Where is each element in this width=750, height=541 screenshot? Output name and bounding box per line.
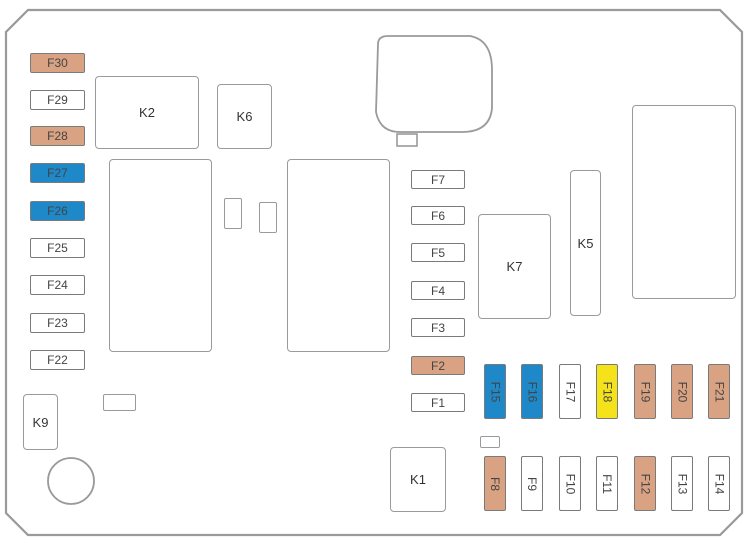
fuse-f25: F25 (30, 238, 85, 258)
relay-k1-label: K1 (410, 472, 426, 487)
relay-k6: K6 (217, 84, 272, 149)
relay-k9: K9 (23, 394, 58, 450)
fuse-f26-label: F26 (47, 204, 68, 218)
relay-k5: K5 (570, 170, 601, 316)
fuse-f28: F28 (30, 126, 85, 146)
fuse-f23: F23 (30, 313, 85, 333)
fuse-f23-label: F23 (47, 316, 68, 330)
relay-k9-label: K9 (32, 414, 49, 430)
fuse-f2-label: F2 (430, 358, 445, 373)
fuse-f22-label: F22 (47, 353, 68, 367)
fuse-f25-label: F25 (47, 241, 68, 255)
fuse-f15: F15 (484, 364, 506, 419)
blank-socket (224, 198, 242, 229)
blank-socket (259, 202, 277, 233)
fuse-f26: F26 (30, 201, 85, 221)
fuse-f14: F14 (708, 456, 730, 511)
fuse-f24-label: F24 (47, 278, 68, 292)
relay-k6-label: K6 (236, 109, 253, 124)
fuse-f27: F27 (30, 163, 85, 183)
fuse-f30-label: F30 (47, 56, 68, 70)
fuse-f7: F7 (411, 170, 465, 189)
fuse-f5: F5 (411, 243, 465, 262)
fuse-f3: F3 (411, 318, 465, 337)
fuse-f5-label: F5 (430, 245, 445, 260)
fuse-f9: F9 (521, 456, 543, 511)
fuse-f29-label: F29 (47, 93, 68, 107)
fuse-f8: F8 (484, 456, 506, 511)
fuse-f21-label: F21 (712, 381, 726, 402)
blank-socket (480, 436, 500, 448)
fuse-f4: F4 (411, 281, 465, 300)
fuse-f8-label: F8 (487, 476, 502, 491)
fuse-f13: F13 (671, 456, 693, 511)
fuse-f24: F24 (30, 275, 85, 295)
relay-k7-label: K7 (506, 259, 523, 274)
relay-k2-label: K2 (139, 105, 155, 120)
fuse-f21: F21 (708, 364, 730, 419)
relay-k1: K1 (390, 447, 446, 512)
fuse-f2: F2 (411, 356, 465, 375)
fuse-f20: F20 (671, 364, 693, 419)
fuse-f17: F17 (559, 364, 581, 419)
relay-k2: K2 (95, 76, 199, 149)
fuse-f22: F22 (30, 350, 85, 370)
fuse-f7-label: F7 (430, 172, 445, 187)
fuse-f19: F19 (634, 364, 656, 419)
fuse-f18: F18 (596, 364, 618, 419)
fuse-f17-label: F17 (563, 381, 577, 402)
fuse-f9-label: F9 (524, 476, 539, 491)
fuse-f20-label: F20 (675, 381, 689, 402)
connector-block-left (109, 159, 212, 352)
fuse-f16: F16 (521, 364, 543, 419)
fuse-f10: F10 (559, 456, 581, 511)
relay-k7: K7 (478, 214, 551, 319)
fuse-f16-label: F16 (525, 381, 539, 402)
connector-block-right (632, 105, 736, 299)
relay-k5-label: K5 (577, 235, 594, 251)
fuse-f13-label: F13 (675, 473, 689, 494)
fuse-f12: F12 (634, 456, 656, 511)
fuse-f1: F1 (411, 393, 465, 412)
fuse-f28-label: F28 (47, 129, 68, 143)
fuse-f14-label: F14 (712, 473, 726, 494)
fuse-f30: F30 (30, 53, 85, 73)
fuse-f6-label: F6 (430, 208, 445, 223)
fuse-f29: F29 (30, 90, 85, 110)
fuse-f4-label: F4 (430, 283, 445, 298)
fuse-f15-label: F15 (488, 381, 502, 402)
fuse-f11-label: F11 (599, 473, 614, 494)
fuse-f6: F6 (411, 206, 465, 225)
fuse-f3-label: F3 (430, 320, 445, 335)
fuse-f27-label: F27 (47, 166, 68, 180)
fuse-f12-label: F12 (638, 473, 652, 494)
fuse-f11: F11 (596, 456, 618, 511)
fuse-f19-label: F19 (638, 381, 652, 402)
blank-socket (103, 394, 136, 411)
connector-block-middle (287, 159, 390, 352)
fuse-f10-label: F10 (563, 473, 577, 494)
fuse-f1-label: F1 (430, 395, 445, 410)
fuse-f18-label: F18 (600, 381, 614, 402)
